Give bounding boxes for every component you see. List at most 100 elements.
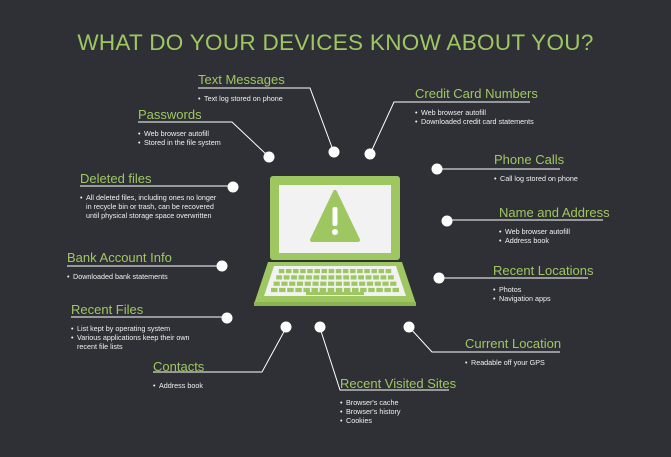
keyboard-key — [358, 275, 364, 280]
keyboard-key — [271, 287, 278, 293]
item-bullet: Browser's history — [340, 407, 456, 416]
dot-recent-sites — [314, 321, 326, 333]
keyboard-key — [366, 281, 374, 286]
item-recent-locations: Recent Locations Photos Navigation apps — [493, 263, 593, 304]
item-title: Contacts — [153, 359, 205, 374]
keyboard-key — [360, 287, 367, 293]
laptop-warning-icon — [254, 176, 416, 306]
item-bullet: Navigation apps — [493, 294, 593, 303]
item-title: Recent Visited Sites — [340, 376, 457, 391]
dot-phone-calls — [431, 163, 443, 175]
keyboard-key — [289, 281, 296, 286]
item-bullet: Downloaded bank statements — [67, 272, 172, 281]
keyboard-key — [351, 281, 358, 286]
item-title: Name and Address — [499, 205, 610, 220]
keyboard-key — [314, 269, 320, 274]
connector-current-location — [409, 327, 560, 353]
keyboard-key — [352, 287, 359, 293]
keyboard-key — [371, 269, 377, 274]
keyboard-key — [295, 287, 302, 293]
item-title: Current Location — [465, 336, 562, 351]
dot-recent-locations — [433, 272, 445, 284]
item-title: Bank Account Info — [67, 250, 172, 265]
keyboard-keys — [271, 269, 399, 295]
item-recent-files: Recent Files List kept by operating syst… — [71, 302, 211, 352]
dot-passwords — [263, 151, 275, 163]
keyboard-key — [276, 275, 283, 280]
dot-bank-account — [216, 260, 228, 272]
item-bullet: Web browser autofill — [499, 227, 610, 236]
keyboard-key — [359, 281, 366, 286]
keyboard-key — [335, 281, 342, 286]
keyboard-key — [320, 281, 327, 286]
keyboard-key — [296, 281, 304, 286]
item-bullet: Web browser autofill — [138, 129, 221, 138]
connector-contacts — [153, 327, 287, 373]
keyboard-key — [343, 287, 351, 293]
keyboard-key — [373, 275, 379, 280]
keyboard-key — [293, 269, 299, 274]
keyboard-key — [327, 287, 335, 293]
keyboard-key — [350, 269, 356, 274]
item-bullet: Various applications keep their own rece… — [71, 333, 211, 351]
dot-contacts — [280, 321, 292, 333]
item-passwords: Passwords Web browser autofill Stored in… — [138, 107, 221, 148]
item-bullet: All deleted files, including ones no lon… — [80, 193, 220, 221]
keyboard-key — [335, 287, 343, 293]
dot-credit-card — [364, 148, 376, 160]
keyboard-key — [343, 281, 350, 286]
item-bullet: Address book — [499, 236, 610, 245]
keyboard-key — [320, 275, 327, 280]
page-title: WHAT DO YOUR DEVICES KNOW ABOUT YOU? — [77, 30, 594, 55]
connector-passwords — [138, 121, 269, 157]
keyboard-key — [287, 287, 294, 293]
dot-deleted-files — [227, 181, 239, 193]
keyboard-key — [283, 275, 290, 280]
keyboard-key — [390, 281, 397, 286]
item-contacts: Contacts Address book — [153, 359, 204, 390]
keyboard-key — [321, 269, 328, 274]
keyboard-key — [279, 287, 286, 293]
item-title: Credit Card Numbers — [415, 86, 538, 101]
item-bullet: Text log stored on phone — [198, 94, 285, 103]
item-credit-card-numbers: Credit Card Numbers Web browser autofill… — [415, 86, 555, 127]
keyboard-key — [307, 269, 313, 274]
keyboard-key — [364, 269, 370, 274]
dot-text-messages — [328, 146, 340, 158]
item-bullet: Browser's cache — [340, 398, 456, 407]
item-bullet: Downloaded credit card statements — [415, 117, 555, 126]
keyboard-key — [306, 275, 312, 280]
keyboard-key — [384, 287, 391, 293]
keyboard-key — [350, 275, 357, 280]
keyboard-key — [304, 281, 311, 286]
item-phone-calls: Phone Calls Call log stored on phone — [494, 152, 578, 183]
keyboard-key — [313, 275, 320, 280]
dot-name-address — [441, 215, 453, 227]
keyboard-key — [328, 269, 335, 274]
item-text-messages: Text Messages Text log stored on phone — [198, 72, 285, 103]
keyboard-key — [303, 287, 310, 293]
item-bullet: Photos — [493, 285, 593, 294]
item-deleted-files: Deleted files All deleted files, includi… — [80, 171, 220, 221]
keyboard-key — [335, 269, 342, 274]
connector-lines — [67, 87, 603, 391]
item-recent-visited-sites: Recent Visited Sites Browser's cache Bro… — [340, 376, 456, 426]
item-title: Recent Files — [71, 302, 144, 317]
item-bullet: Cookies — [340, 416, 456, 425]
keyboard-key — [300, 269, 306, 274]
keyboard-key — [285, 269, 292, 274]
keyboard-key — [278, 269, 285, 274]
keyboard-key — [335, 275, 342, 280]
connector-recent-sites — [319, 327, 449, 391]
connector-text-messages — [198, 87, 334, 151]
keyboard-spacebar — [306, 292, 364, 295]
keyboard-key — [357, 269, 363, 274]
keyboard-key — [392, 287, 399, 293]
item-bullet: Readable off your GPS — [465, 358, 561, 367]
keyboard-key — [328, 275, 335, 280]
item-bullet: Stored in the file system — [138, 138, 221, 147]
item-bank-account-info: Bank Account Info Downloaded bank statem… — [67, 250, 172, 281]
dot-recent-files — [221, 312, 233, 324]
